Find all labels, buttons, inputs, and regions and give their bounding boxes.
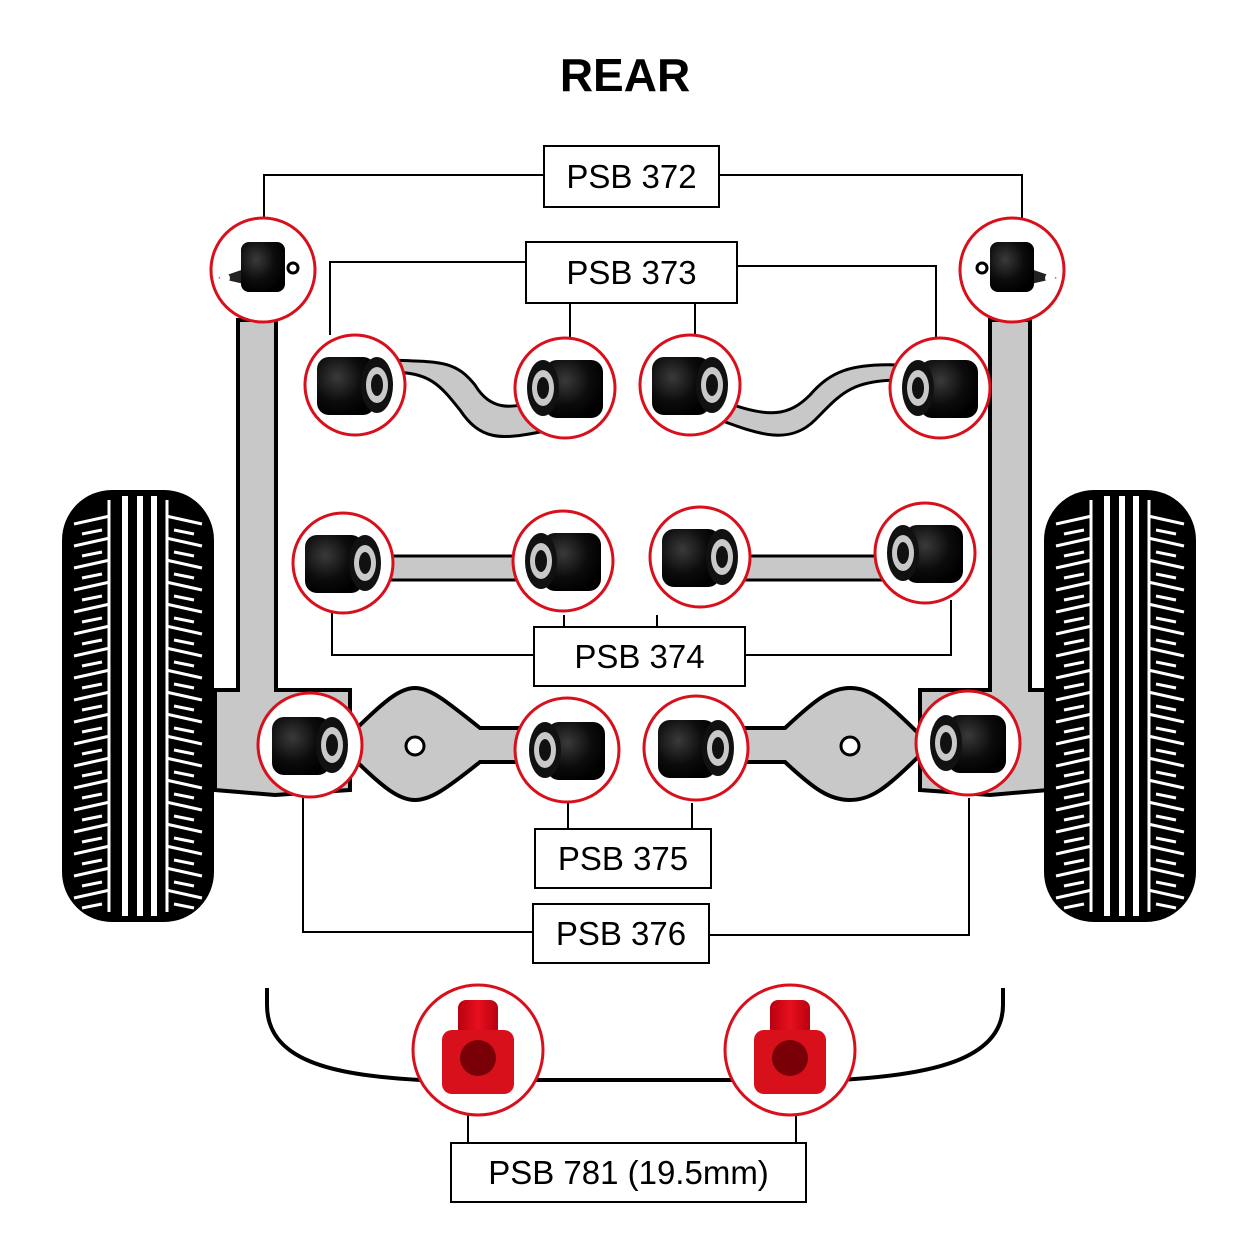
right-tyre — [1044, 490, 1196, 922]
bushing-psb373 — [888, 336, 992, 440]
middle-link-left — [378, 554, 532, 582]
anti-roll-bar — [265, 988, 1005, 1082]
bushing-psb374 — [291, 511, 395, 615]
bushing-psb781 — [723, 983, 857, 1117]
bushing-psb373 — [638, 333, 742, 437]
bushing-psb372 — [958, 216, 1066, 324]
lower-arm-left — [348, 685, 542, 803]
part-label-psb374: PSB 374 — [533, 626, 746, 687]
bushing-psb372 — [209, 216, 317, 324]
bushing-psb374 — [648, 505, 752, 609]
part-label-psb375: PSB 375 — [534, 828, 712, 889]
part-label-psb373: PSB 373 — [525, 241, 738, 304]
left-tyre — [62, 490, 214, 922]
right-trailing-arm — [918, 318, 1050, 798]
part-label-psb781: PSB 781 (19.5mm) — [450, 1142, 807, 1203]
bushing-psb376 — [914, 689, 1022, 797]
bushing-psb375 — [642, 694, 750, 802]
part-label-psb372: PSB 372 — [543, 145, 720, 208]
bushing-psb376 — [256, 691, 364, 799]
bushing-psb374 — [511, 509, 615, 613]
bushing-psb374 — [873, 501, 977, 605]
bushing-psb781 — [411, 983, 545, 1117]
bushing-psb373 — [513, 336, 617, 440]
bushing-psb373 — [303, 333, 407, 437]
diagram-title: REAR — [559, 49, 691, 101]
upper-curved-link-right — [718, 363, 902, 437]
bushing-psb375 — [513, 696, 621, 804]
leader-lines — [263, 174, 1023, 1143]
lower-arm-right — [718, 685, 922, 803]
middle-link-right — [733, 554, 887, 582]
part-label-psb376: PSB 376 — [532, 903, 710, 964]
